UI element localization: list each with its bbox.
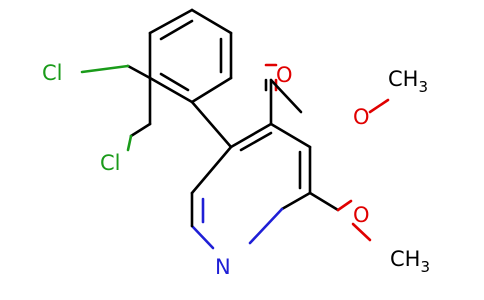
benzene-ring <box>148 8 233 104</box>
bond-pyr-8 <box>190 145 233 195</box>
ester-group <box>264 63 390 126</box>
bond-o-ch3 <box>368 98 390 114</box>
bond-benz-inner-1 <box>159 19 194 41</box>
bond-pyr-4 <box>280 191 312 211</box>
bond-pyr-6 <box>190 224 215 250</box>
bond-c-o-single <box>269 78 303 114</box>
bond-c-c-bottom <box>129 122 152 138</box>
label-o-methoxy: O <box>353 203 370 227</box>
label-ester-methyl: CH3 <box>388 67 428 96</box>
bond-benz-1 <box>148 8 194 35</box>
bond-biaryl <box>190 100 233 149</box>
bond-cl-top <box>80 64 130 74</box>
label-methoxy-methyl: CH3 <box>390 247 430 276</box>
pyridine-ring <box>190 122 312 250</box>
label-o-carbonyl: O <box>276 63 293 87</box>
bond-pyr-inner-1 <box>239 131 273 152</box>
bond-c-cl-top <box>126 64 152 80</box>
label-cl-bottom: Cl <box>100 151 121 175</box>
bond-benz-2 <box>190 8 233 35</box>
bond-c-o-methoxy <box>308 191 340 212</box>
label-n-ring: N <box>215 255 231 279</box>
bond-benz-4 <box>190 76 233 104</box>
bond-benz-inner-3 <box>159 72 190 92</box>
bond-benz-5 <box>148 76 194 104</box>
methoxy-group <box>308 191 372 242</box>
bond-o-methoxy <box>336 199 353 212</box>
bond-pyr-1 <box>229 122 273 149</box>
label-o-ester: O <box>353 105 370 129</box>
bond-cl-bottom <box>126 134 133 152</box>
label-cl-top: Cl <box>42 61 63 85</box>
bond-pyr-5 <box>248 207 284 245</box>
chlorine-substituents <box>80 64 152 152</box>
bond-pyr-2 <box>269 122 312 149</box>
bond-o-ch3-methoxy <box>351 222 372 242</box>
